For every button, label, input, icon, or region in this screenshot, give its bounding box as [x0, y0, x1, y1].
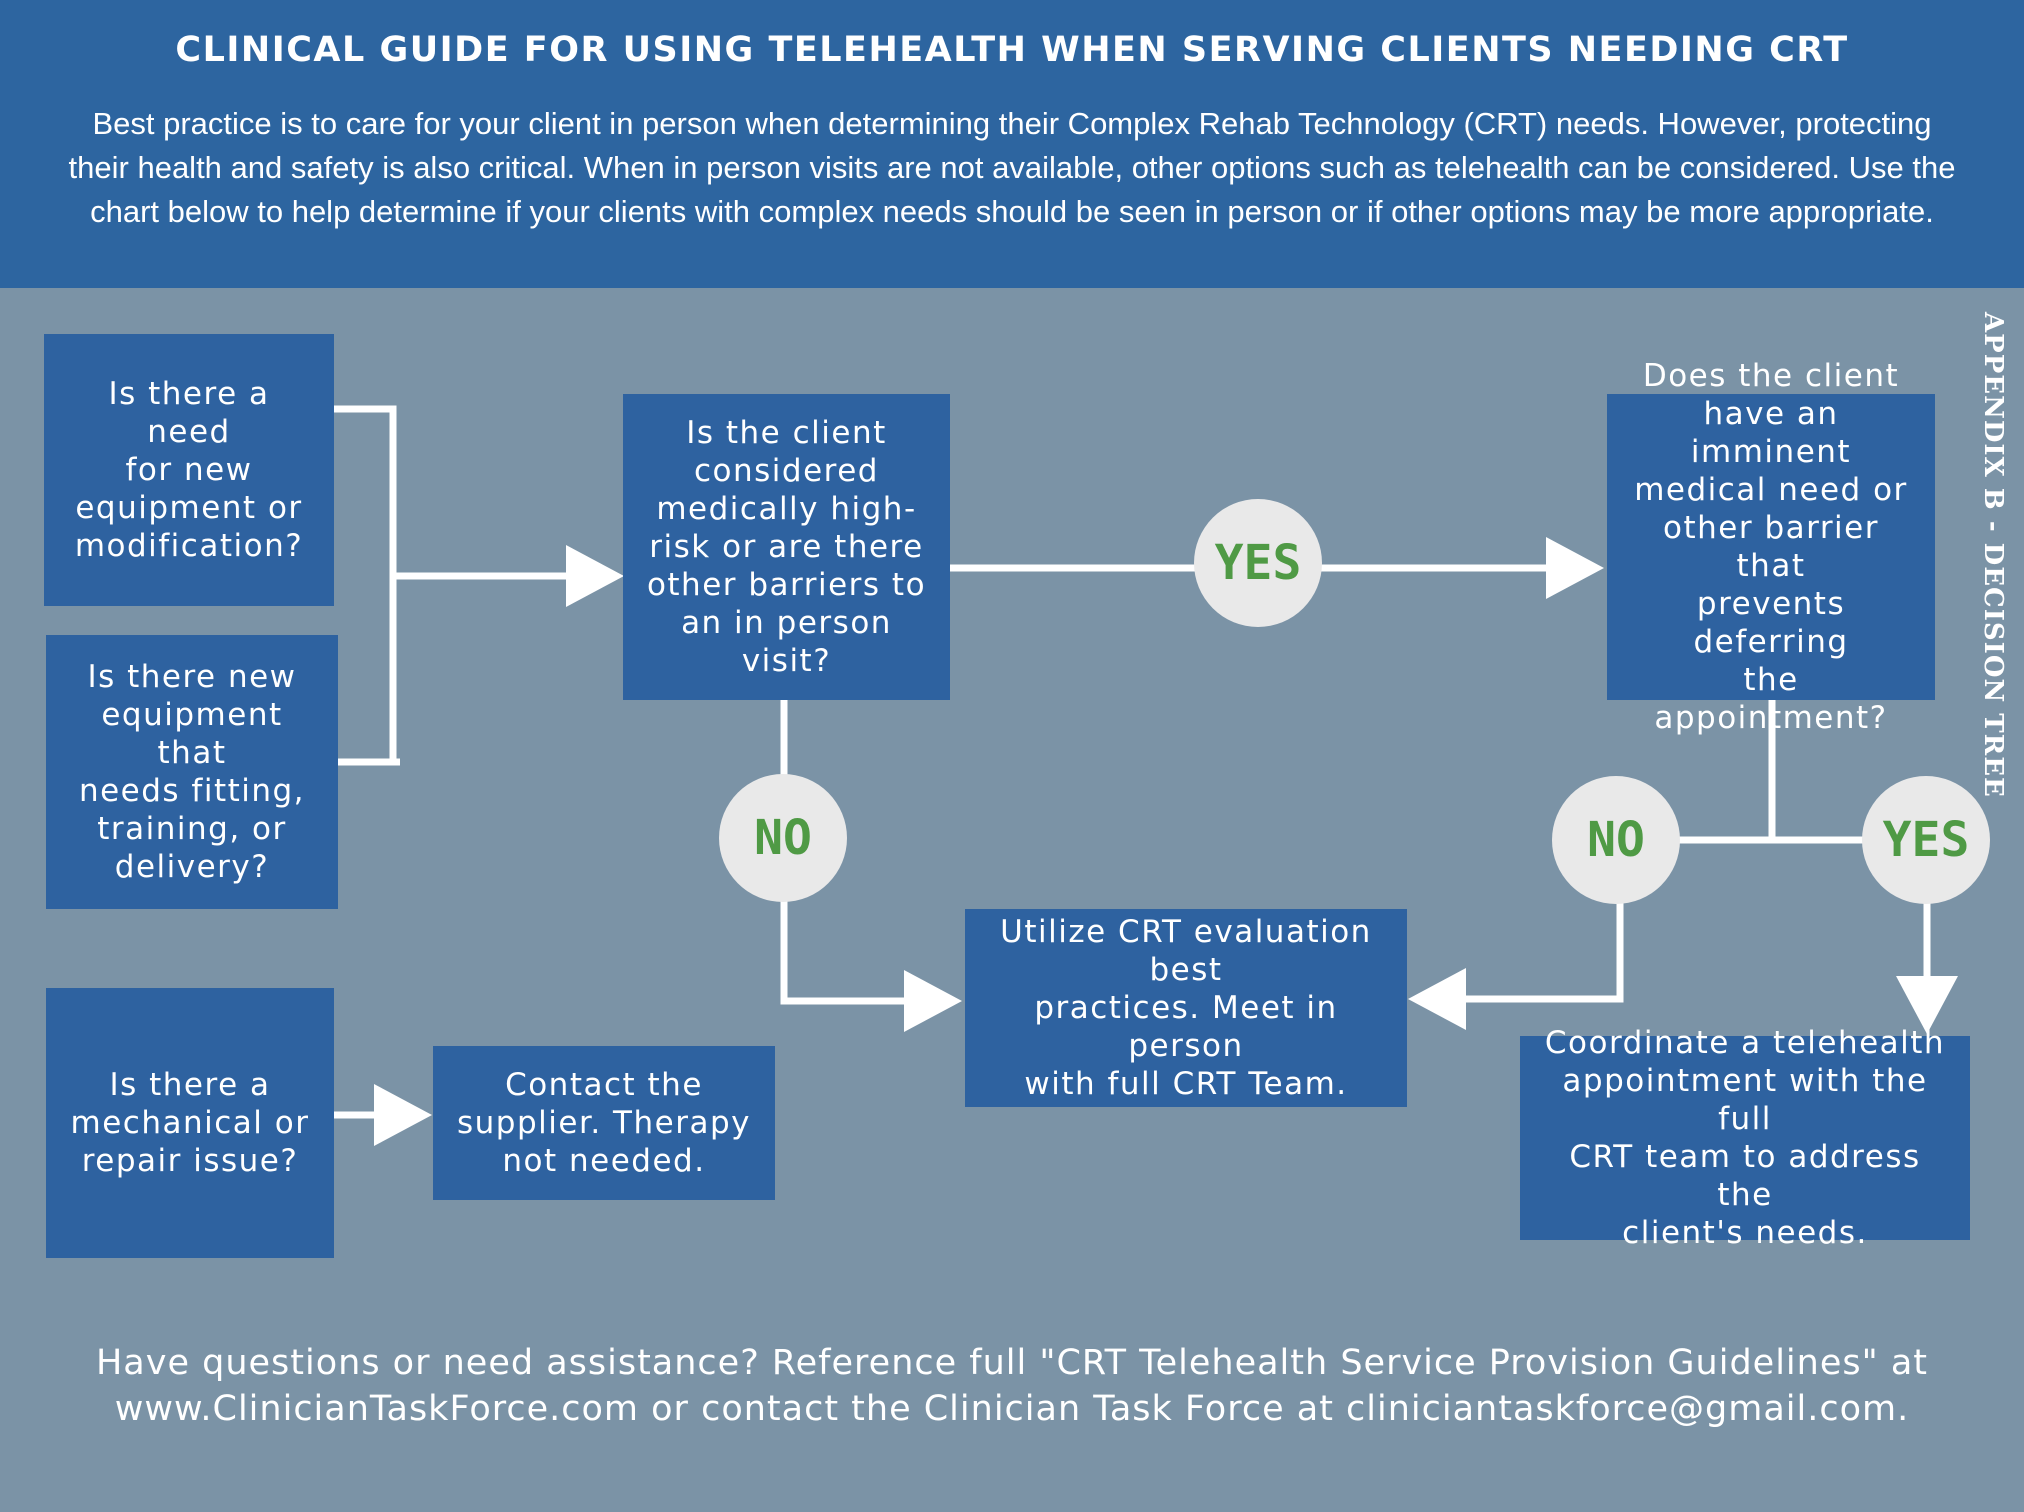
answer-yes-high-risk: YES — [1194, 499, 1322, 627]
question-mechanical-repair: Is there a mechanical or repair issue? — [46, 988, 334, 1258]
arrowhead-imminent-no — [1408, 968, 1466, 1030]
arrowhead-risk-no — [904, 970, 962, 1032]
arrowhead-to-telehealth — [1896, 976, 1958, 1034]
answer-yes-imminent: YES — [1862, 776, 1990, 904]
answer-no-high-risk: NO — [719, 774, 847, 902]
action-coordinate-telehealth: Coordinate a telehealth appointment with… — [1520, 1025, 1970, 1251]
question-new-equipment-fitting: Is there new equipment that needs fittin… — [46, 635, 338, 909]
arrowhead-to-supplier — [374, 1084, 432, 1146]
question-imminent-need: Does the client have an imminent medical… — [1607, 358, 1935, 736]
footer-note: Have questions or need assistance? Refer… — [40, 1340, 1984, 1432]
footer-line-2: www.ClinicianTaskForce.com or contact th… — [114, 1389, 1910, 1429]
connector-imminent-no — [1460, 900, 1624, 1003]
action-utilize-crt: Utilize CRT evaluation best practices. M… — [965, 909, 1407, 1107]
question-need-equipment: Is there a need for new equipment or mod… — [44, 334, 334, 606]
footer-line-1: Have questions or need assistance? Refer… — [95, 1343, 1929, 1383]
arrowhead-to-risk — [566, 545, 624, 607]
question-high-risk: Is the client considered medically high-… — [623, 394, 950, 700]
answer-no-imminent: NO — [1552, 776, 1680, 904]
header-banner: CLINICAL GUIDE FOR USING TELEHEALTH WHEN… — [0, 0, 2024, 288]
page-title: CLINICAL GUIDE FOR USING TELEHEALTH WHEN… — [175, 30, 1849, 70]
arrowhead-to-imminent — [1546, 537, 1604, 599]
connector-bracket — [334, 405, 400, 766]
action-contact-supplier: Contact the supplier. Therapy not needed… — [433, 1046, 775, 1200]
appendix-side-label: APPENDIX B - DECISION TREE — [1978, 312, 2008, 798]
intro-text: Best practice is to care for your client… — [68, 106, 1956, 229]
